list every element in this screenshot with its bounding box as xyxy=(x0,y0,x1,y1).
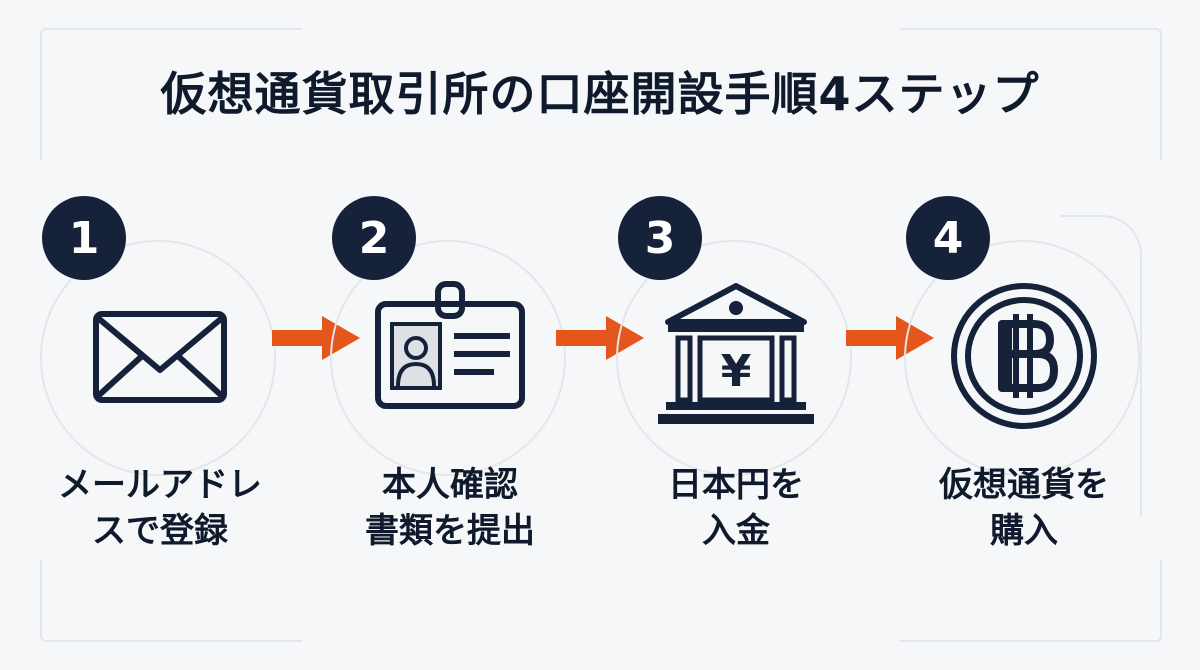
frame-line-bottom-right xyxy=(900,560,1162,642)
frame-line-top-right xyxy=(900,28,1162,160)
step-number-badge: 4 xyxy=(906,196,990,280)
page-title: 仮想通貨取引所の口座開設手順4ステップ xyxy=(160,67,1040,121)
step-label: 本人確認 書類を提出 xyxy=(365,465,535,551)
step-number-badge: 3 xyxy=(618,196,702,280)
step-number-badge: 1 xyxy=(42,196,126,280)
envelope-icon xyxy=(93,311,227,403)
frame-line-top-left xyxy=(40,28,302,160)
bitcoin-icon xyxy=(951,283,1097,429)
step-3: 3 ¥ 日本円を 入金 xyxy=(616,196,856,616)
bank-yen-icon: ¥ xyxy=(658,283,814,424)
step-label: 日本円を 入金 xyxy=(668,465,804,551)
step-ring xyxy=(40,240,276,476)
step-label: 仮想通貨を 購入 xyxy=(939,465,1109,551)
id-card-icon xyxy=(375,281,525,409)
svg-text:¥: ¥ xyxy=(721,346,752,397)
frame-line-bottom-left xyxy=(40,560,302,642)
step-ring xyxy=(904,240,1140,476)
step-number-badge: 2 xyxy=(332,196,416,280)
step-2: 2 本人確認 書類を提出 xyxy=(330,196,570,616)
step-1: 1 メールアドレ スで登録 xyxy=(40,196,280,616)
step-ring xyxy=(330,240,566,476)
step-label: メールアドレ スで登録 xyxy=(58,465,262,551)
frame-line-step-track xyxy=(1060,215,1142,517)
step-ring xyxy=(616,240,852,476)
step-4: 4 仮想通貨を 購入 xyxy=(904,196,1144,616)
